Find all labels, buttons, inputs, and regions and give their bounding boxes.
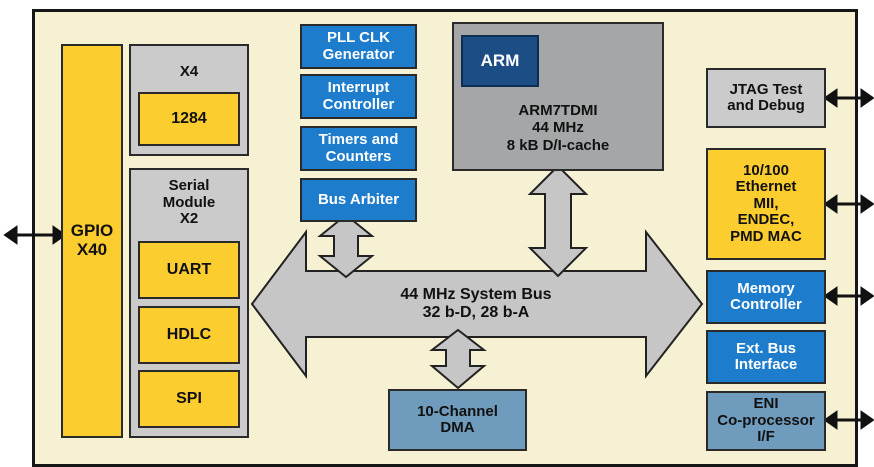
jtag-test-debug: JTAG Test and Debug xyxy=(706,68,826,128)
arm-core-text: ARM7TDMI 44 MHz 8 kB D/I-cache xyxy=(506,102,610,154)
bus-dma-connector xyxy=(429,328,487,390)
uart-block: UART xyxy=(138,241,240,299)
eni-coprocessor-if: ENI Co-processor I/F xyxy=(706,391,826,451)
arbiter-bus-connector xyxy=(317,213,375,279)
arm-logo: ARM xyxy=(461,35,539,87)
spi-block: SPI xyxy=(138,370,240,428)
gpio-external-arrow xyxy=(3,225,67,245)
external-bus-interface: Ext. Bus Interface xyxy=(706,330,826,384)
system-bus-arrow xyxy=(250,229,704,379)
dma-block: 10-Channel DMA xyxy=(388,389,527,451)
memory-controller: Memory Controller xyxy=(706,270,826,324)
gpio-block: GPIO X40 xyxy=(61,44,123,438)
jtag-external-arrow xyxy=(823,88,874,108)
eni-external-arrow xyxy=(823,410,874,430)
x4-title: X4 xyxy=(179,63,199,80)
timers-counters: Timers and Counters xyxy=(300,126,417,171)
hdlc-block: HDLC xyxy=(138,306,240,364)
serial-module-title: Serial Module X2 xyxy=(162,177,216,227)
ieee1284-port: 1284 xyxy=(138,92,240,146)
interrupt-controller: Interrupt Controller xyxy=(300,74,417,119)
system-bus-label: 44 MHz System Bus 32 b-D, 28 b-A xyxy=(400,286,552,322)
bus-arbiter: Bus Arbiter xyxy=(300,178,417,222)
ethernet-external-arrow xyxy=(823,194,874,214)
pll-clk-generator: PLL CLK Generator xyxy=(300,24,417,69)
memory-external-arrow xyxy=(823,286,874,306)
ethernet-mac: 10/100 Ethernet MII, ENDEC, PMD MAC xyxy=(706,148,826,260)
arm-bus-connector xyxy=(527,164,589,278)
